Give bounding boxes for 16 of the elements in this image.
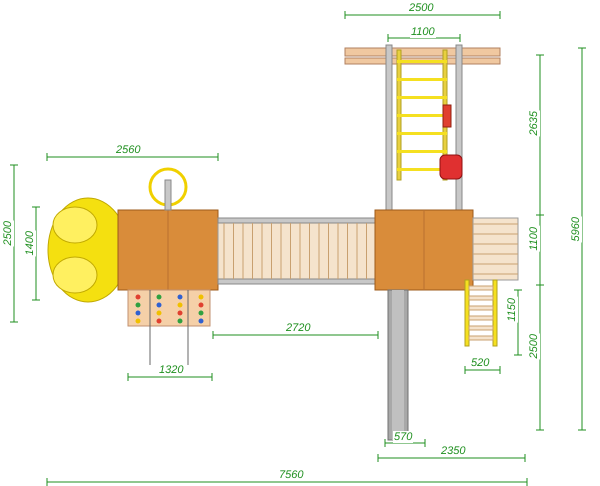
dimension-label: 2635 xyxy=(528,110,540,136)
dimension-label: 7560 xyxy=(278,469,304,481)
dimension-label: 1400 xyxy=(24,230,36,256)
dimension-label: 2500 xyxy=(2,220,14,246)
dimension-label: 1320 xyxy=(158,364,184,376)
dimension-label: 1100 xyxy=(528,226,540,252)
dimension-label: 1150 xyxy=(506,297,518,323)
dimension-label: 570 xyxy=(393,431,414,443)
dimension-label: 2500 xyxy=(408,2,434,14)
dimension-label: 5960 xyxy=(570,216,582,242)
dimension-label: 2500 xyxy=(528,333,540,360)
dimension-label: 520 xyxy=(470,357,490,369)
dimension-label: 2350 xyxy=(440,445,466,457)
dimension-label: 1100 xyxy=(410,26,436,38)
dimension-label: 2560 xyxy=(115,144,142,156)
dimension-label: 2720 xyxy=(285,322,312,334)
